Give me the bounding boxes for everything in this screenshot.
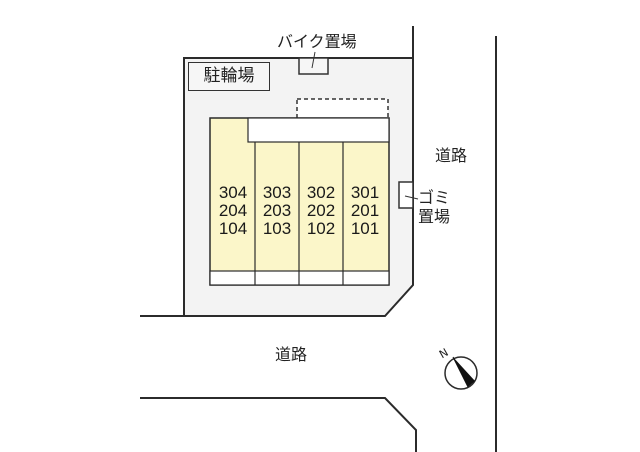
motorbike-parking-label: バイク置場 [277, 32, 357, 51]
unit-column-4: 301 201 101 [343, 184, 387, 238]
north-compass-icon [444, 356, 478, 390]
unit-column-2: 303 203 103 [255, 184, 299, 238]
room-number: 103 [262, 219, 292, 238]
room-number: 303 [262, 183, 292, 202]
room-number: 301 [350, 183, 380, 202]
dashed-area [296, 98, 389, 120]
south-road-lower-edge [140, 397, 417, 452]
unit-column-3: 302 202 102 [299, 184, 343, 238]
room-number: 302 [306, 183, 336, 202]
room-number: 203 [262, 201, 292, 220]
room-number: 104 [218, 219, 248, 238]
room-number: 202 [306, 201, 336, 220]
garbage-area-label-line1: ゴミ [418, 188, 451, 207]
garbage-area-label-line2: 置場 [418, 207, 451, 226]
road-lines [140, 26, 497, 452]
unit-column-1: 304 204 104 [211, 184, 255, 238]
bicycle-parking-label: 駐輪場 [188, 62, 270, 91]
road-east-label: 道路 [435, 146, 468, 165]
building [209, 117, 390, 286]
garbage-leader-line [404, 195, 419, 200]
road-south-label: 道路 [275, 345, 308, 364]
garbage-area-box [398, 181, 414, 209]
building-top-corridor [247, 117, 390, 143]
room-number: 201 [350, 201, 380, 220]
room-number: 101 [350, 219, 380, 238]
motorbike-leader-line [311, 51, 316, 69]
room-number: 204 [218, 201, 248, 220]
room-number: 102 [306, 219, 336, 238]
room-number: 304 [218, 183, 248, 202]
